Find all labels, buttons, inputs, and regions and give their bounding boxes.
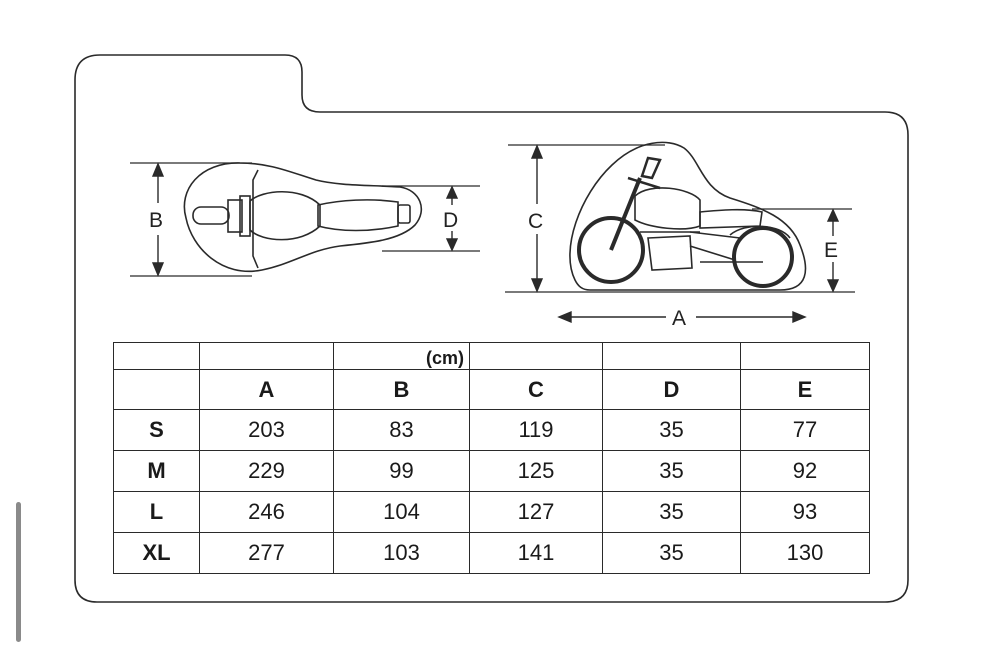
table-row: XL 277 103 141 35 130 xyxy=(113,532,870,574)
table-cell: 203 xyxy=(199,409,334,451)
size-label: S xyxy=(113,409,200,451)
top-view-illustration xyxy=(130,162,480,277)
card-frame xyxy=(74,54,909,603)
table-cell: 277 xyxy=(199,532,334,574)
label-c: C xyxy=(528,210,543,233)
table-cell: 119 xyxy=(469,409,603,451)
size-label: M xyxy=(113,450,200,492)
table-cell: 93 xyxy=(740,491,870,533)
scrollbar[interactable] xyxy=(16,502,21,642)
table-cell: 125 xyxy=(469,450,603,492)
table-cell: 141 xyxy=(469,532,603,574)
table-cell: 92 xyxy=(740,450,870,492)
table-row: L 246 104 127 35 93 xyxy=(113,491,870,533)
table-cell: 104 xyxy=(333,491,470,533)
header-row: A B C D E xyxy=(113,369,870,410)
dimension-arrow-a xyxy=(557,310,807,324)
table-cell: 77 xyxy=(740,409,870,451)
column-header-e: E xyxy=(740,369,870,410)
table-cell: 35 xyxy=(602,409,741,451)
column-header-b: B xyxy=(333,369,470,410)
column-header-a: A xyxy=(199,369,334,410)
label-e: E xyxy=(824,239,838,262)
size-table: (cm) A B C D E S 203 83 119 35 77 M 229 … xyxy=(113,342,870,574)
table-cell: 99 xyxy=(333,450,470,492)
dimension-arrow-c xyxy=(530,144,544,293)
table-cell: 229 xyxy=(199,450,334,492)
table-cell: 35 xyxy=(602,532,741,574)
table-cell: 35 xyxy=(602,450,741,492)
table-row: M 229 99 125 35 92 xyxy=(113,450,870,492)
label-b: B xyxy=(149,209,163,232)
dimension-arrow-b xyxy=(151,162,165,277)
dimension-arrow-d xyxy=(445,185,459,252)
column-header xyxy=(113,369,200,410)
dimension-arrow-e xyxy=(826,208,840,293)
unit-row: (cm) xyxy=(113,342,870,370)
unit-label: (cm) xyxy=(426,342,603,370)
table-cell: 246 xyxy=(199,491,334,533)
column-header-c: C xyxy=(469,369,603,410)
table-cell: 35 xyxy=(602,491,741,533)
label-a: A xyxy=(672,307,686,330)
column-header-d: D xyxy=(602,369,741,410)
side-view-illustration xyxy=(505,141,855,293)
table-cell: 103 xyxy=(333,532,470,574)
table-cell: 127 xyxy=(469,491,603,533)
label-d: D xyxy=(443,209,458,232)
size-label: XL xyxy=(113,532,200,574)
table-cell: 130 xyxy=(740,532,870,574)
size-label: L xyxy=(113,491,200,533)
table-cell: 83 xyxy=(333,409,470,451)
table-row: S 203 83 119 35 77 xyxy=(113,409,870,451)
